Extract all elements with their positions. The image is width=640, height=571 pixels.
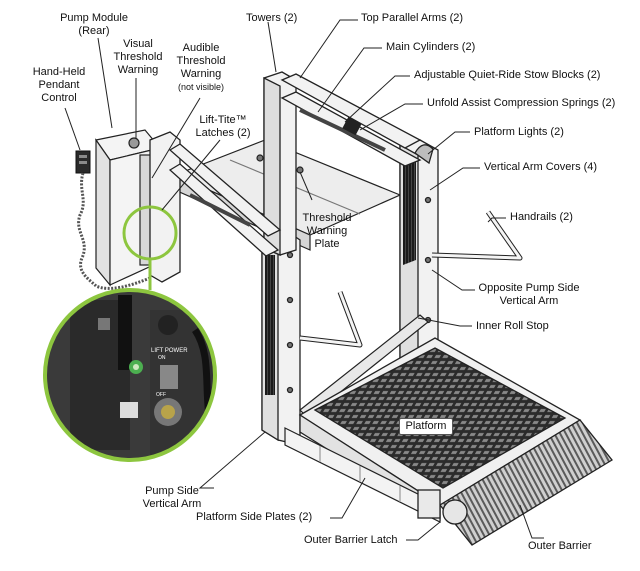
threshold-warning-plate-label: Threshold Warning Plate — [302, 212, 352, 250]
top-parallel-arms-label: Top Parallel Arms (2) — [361, 12, 464, 24]
main-cylinders — [189, 108, 386, 227]
lift-tite-latches-label: Lift-Tite™ Latches (2) — [195, 114, 251, 139]
platform-lights-label: Platform Lights (2) — [474, 126, 564, 138]
hand-held-pendant-label: Hand-Held Pendant Control — [32, 66, 86, 104]
outer-barrier-label: Outer Barrier — [528, 540, 592, 552]
towers-label: Towers (2) — [246, 12, 298, 24]
pump-side-tower — [261, 229, 301, 446]
pendant-control — [75, 150, 151, 290]
pump-module-label: Pump Module (Rear) — [60, 12, 128, 37]
stow-blocks-label: Adjustable Quiet-Ride Stow Blocks (2) — [414, 69, 601, 81]
platform-label: Platform — [399, 418, 453, 435]
inset-switch-label-2: ON — [158, 355, 166, 361]
audible-threshold-warning-label: Audible Threshold Warning (not visible) — [176, 42, 226, 92]
inset-switch-label-3: OFF — [156, 392, 166, 398]
vertical-arm-covers-label: Vertical Arm Covers (4) — [484, 161, 598, 173]
inset-switch-label-1: LIFT POWER — [151, 348, 188, 354]
visual-threshold-warning-label: Visual Threshold Warning — [113, 38, 163, 76]
outer-barrier-latch-label: Outer Barrier Latch — [304, 534, 398, 546]
main-cylinders-label: Main Cylinders (2) — [386, 41, 476, 53]
opposite-pump-side-arm-label: Opposite Pump Side Vertical Arm — [478, 282, 580, 307]
compression-springs-label: Unfold Assist Compression Springs (2) — [427, 97, 616, 109]
handrails-label: Handrails (2) — [510, 211, 573, 223]
leader-lines — [64, 19, 544, 541]
inner-roll-stop-label: Inner Roll Stop — [476, 320, 549, 332]
platform-side-plates-label: Platform Side Plates (2) — [196, 511, 313, 523]
pump-side-arm-label: Pump Side Vertical Arm — [142, 485, 202, 510]
outer-barrier — [417, 419, 613, 546]
